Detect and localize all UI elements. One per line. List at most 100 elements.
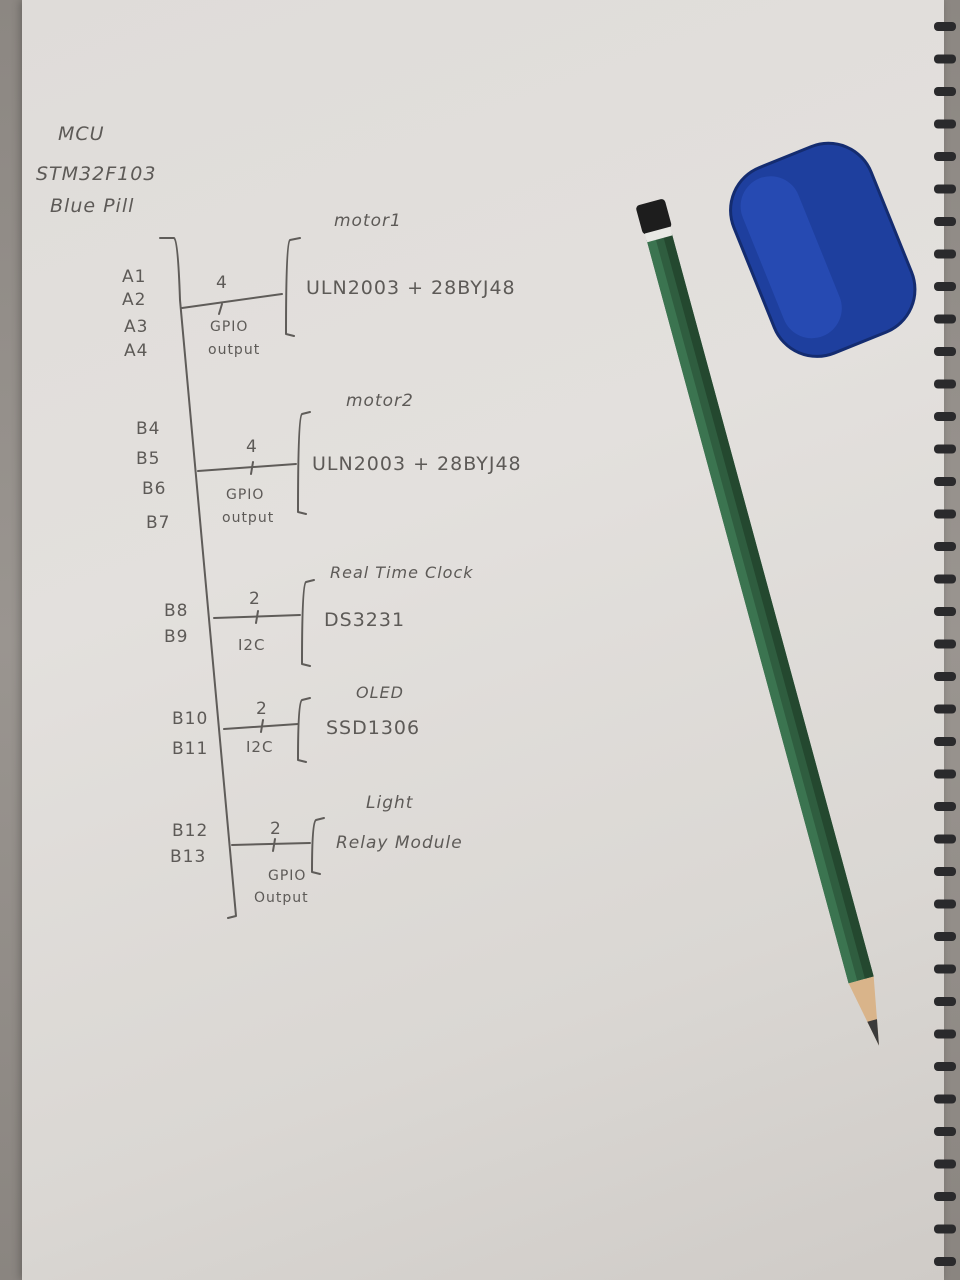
bus-type: GPIO xyxy=(210,319,248,335)
pin-label: A2 xyxy=(122,290,146,310)
bus-type: GPIO xyxy=(268,868,306,884)
device-title: motor1 xyxy=(334,211,402,231)
spiral-ring xyxy=(934,54,956,64)
bus-type: I2C xyxy=(238,636,265,654)
pin-label: B11 xyxy=(172,739,208,759)
spiral-ring xyxy=(934,769,956,779)
spiral-ring xyxy=(934,1062,956,1071)
spiral-ring xyxy=(934,509,956,519)
bus-count: 2 xyxy=(256,699,268,719)
spiral-ring xyxy=(934,867,956,876)
bus-slash xyxy=(272,838,276,852)
bus-type-2: output xyxy=(222,510,274,526)
device-bracket xyxy=(311,817,325,875)
mcu-bus-bracket xyxy=(159,237,237,919)
pin-label: B4 xyxy=(136,419,160,439)
mcu-line-3: Blue Pill xyxy=(50,195,134,217)
spiral-ring xyxy=(934,314,956,324)
device-title: Light xyxy=(366,793,414,813)
bus-slash xyxy=(255,610,259,624)
spiral-ring xyxy=(934,119,956,129)
device-title: OLED xyxy=(356,683,404,702)
spiral-ring xyxy=(934,412,956,421)
mcu-label: MCU STM32F103 Blue Pill xyxy=(36,123,156,217)
spiral-ring xyxy=(934,347,956,356)
bus-line xyxy=(231,842,311,846)
pin-label: B5 xyxy=(136,449,160,469)
spiral-ring xyxy=(934,444,956,454)
spiral-ring xyxy=(934,607,956,616)
pencil xyxy=(636,199,879,1046)
block-oled: B10 B11 2 I2C OLED SSD1306 xyxy=(172,683,420,763)
bus-count: 2 xyxy=(249,589,261,609)
device-bracket xyxy=(301,579,315,667)
spiral-ring xyxy=(934,802,956,811)
bus-count: 4 xyxy=(246,437,258,457)
device-bracket xyxy=(297,697,311,763)
pin-label: B9 xyxy=(164,627,188,647)
device-name: Relay Module xyxy=(336,833,463,853)
device-bracket xyxy=(297,411,311,515)
device-name: DS3231 xyxy=(324,609,405,631)
device-title: motor2 xyxy=(346,391,414,411)
device-name: ULN2003 + 28BYJ48 xyxy=(312,453,522,475)
eraser xyxy=(729,141,917,358)
spiral-ring xyxy=(934,672,956,681)
spiral-ring xyxy=(934,899,956,909)
spiral-ring xyxy=(934,1159,956,1169)
bus-slash xyxy=(260,719,264,733)
pin-label: A4 xyxy=(124,341,148,361)
spiral-ring xyxy=(934,574,956,584)
spiral-ring xyxy=(934,1192,956,1201)
spiral-ring xyxy=(934,1257,956,1266)
pin-label: B10 xyxy=(172,709,208,729)
bus-count: 4 xyxy=(216,273,228,293)
spiral-ring xyxy=(934,639,956,649)
bus-line xyxy=(197,463,297,472)
spiral-ring xyxy=(934,87,956,96)
mcu-line-1: MCU xyxy=(58,123,105,145)
spiral-ring xyxy=(934,997,956,1006)
pin-label: B13 xyxy=(170,847,206,867)
pin-label: B6 xyxy=(142,479,166,499)
pin-label: B7 xyxy=(146,513,170,533)
device-name: SSD1306 xyxy=(326,717,420,739)
spiral-ring xyxy=(934,379,956,389)
pin-label: A1 xyxy=(122,267,146,287)
spiral-ring xyxy=(934,1127,956,1136)
spiral-ring xyxy=(934,1224,956,1234)
spiral-ring xyxy=(934,184,956,194)
bus-line xyxy=(181,293,283,309)
spiral-ring xyxy=(934,1094,956,1104)
block-rtc: B8 B9 2 I2C Real Time Clock DS3231 xyxy=(164,563,473,667)
spiral-ring xyxy=(934,217,956,226)
spiral-ring xyxy=(934,477,956,486)
device-name: ULN2003 + 28BYJ48 xyxy=(306,277,516,299)
bus-type: I2C xyxy=(246,738,273,756)
bus-type: GPIO xyxy=(226,487,264,503)
block-motor2: B4 B5 B6 B7 4 GPIO output motor2 ULN2003… xyxy=(136,391,522,533)
block-motor1: A1 A2 A3 A4 4 GPIO output motor1 ULN2003… xyxy=(122,211,516,361)
pin-label: B12 xyxy=(172,821,208,841)
spiral-ring xyxy=(934,737,956,746)
mcu-line-2: STM32F103 xyxy=(36,163,156,185)
bus-type-2: output xyxy=(208,342,260,358)
spiral-ring xyxy=(934,22,956,31)
spiral-ring xyxy=(934,704,956,714)
block-light: B12 B13 2 GPIO Output Light Relay Module xyxy=(170,793,463,906)
bus-type-2: Output xyxy=(254,890,309,906)
spiral-ring xyxy=(934,542,956,551)
spiral-ring xyxy=(934,152,956,161)
spiral-ring xyxy=(934,932,956,941)
spiral-ring xyxy=(934,249,956,259)
spiral-ring xyxy=(934,282,956,291)
bus-slash xyxy=(250,461,254,475)
pin-label: A3 xyxy=(124,317,148,337)
bus-slash xyxy=(218,303,223,315)
spiral-ring xyxy=(934,1029,956,1039)
device-bracket xyxy=(285,237,301,337)
spiral-ring xyxy=(934,964,956,974)
spiral-ring xyxy=(934,834,956,844)
pin-label: B8 xyxy=(164,601,188,621)
